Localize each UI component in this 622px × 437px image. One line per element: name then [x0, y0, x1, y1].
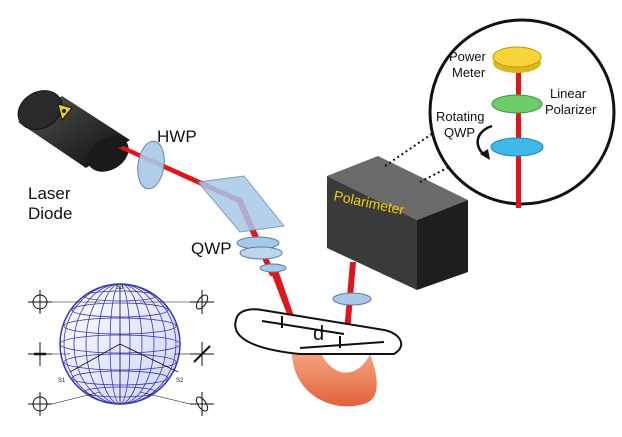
qwp-plate-2 [239, 246, 283, 260]
inset-connector-upper [384, 119, 453, 167]
inset-beam [516, 58, 521, 208]
linear-polarizer-label-line2: Polarizer [545, 102, 597, 117]
polarimeter-lens [332, 292, 372, 306]
sample-bend [291, 344, 377, 407]
rotating-qwp-label-line1: Rotating [436, 109, 484, 124]
axis-s1-label: S1 [58, 378, 66, 384]
hwp-label: HWP [157, 127, 197, 146]
polarimeter [327, 156, 468, 290]
sample-bar-bottom [299, 341, 385, 349]
laser-label-line2: Diode [28, 204, 72, 223]
detector-inset [428, 18, 616, 208]
poincare-sphere-inset: S3 S1 S2 [28, 283, 214, 416]
qwp-plate-3 [259, 263, 287, 273]
hwp-plate [137, 140, 165, 190]
rotating-qwp-disk [490, 137, 544, 157]
mirror [197, 175, 285, 233]
axis-s2-label: S2 [176, 378, 184, 384]
laser-label-line1: Laser [28, 184, 71, 203]
qwp-label: QWP [191, 239, 232, 258]
power-meter [492, 46, 542, 68]
rotating-qwp-label-line2: QWP [444, 125, 475, 140]
power-meter-label-line2: Meter [452, 65, 486, 80]
power-meter-label-line1: Power [449, 49, 487, 64]
linear-polarizer-disk [491, 94, 543, 114]
polarization-states-left [28, 290, 101, 416]
polarization-states-right [139, 290, 214, 416]
linear-polarizer-label-line1: Linear [550, 86, 587, 101]
sample-distance-label: d [313, 323, 324, 345]
laser-warning-icon [57, 103, 73, 122]
sample-bar-top [261, 320, 345, 335]
axis-s3-label: S3 [116, 285, 124, 291]
laser-diode [17, 90, 130, 172]
